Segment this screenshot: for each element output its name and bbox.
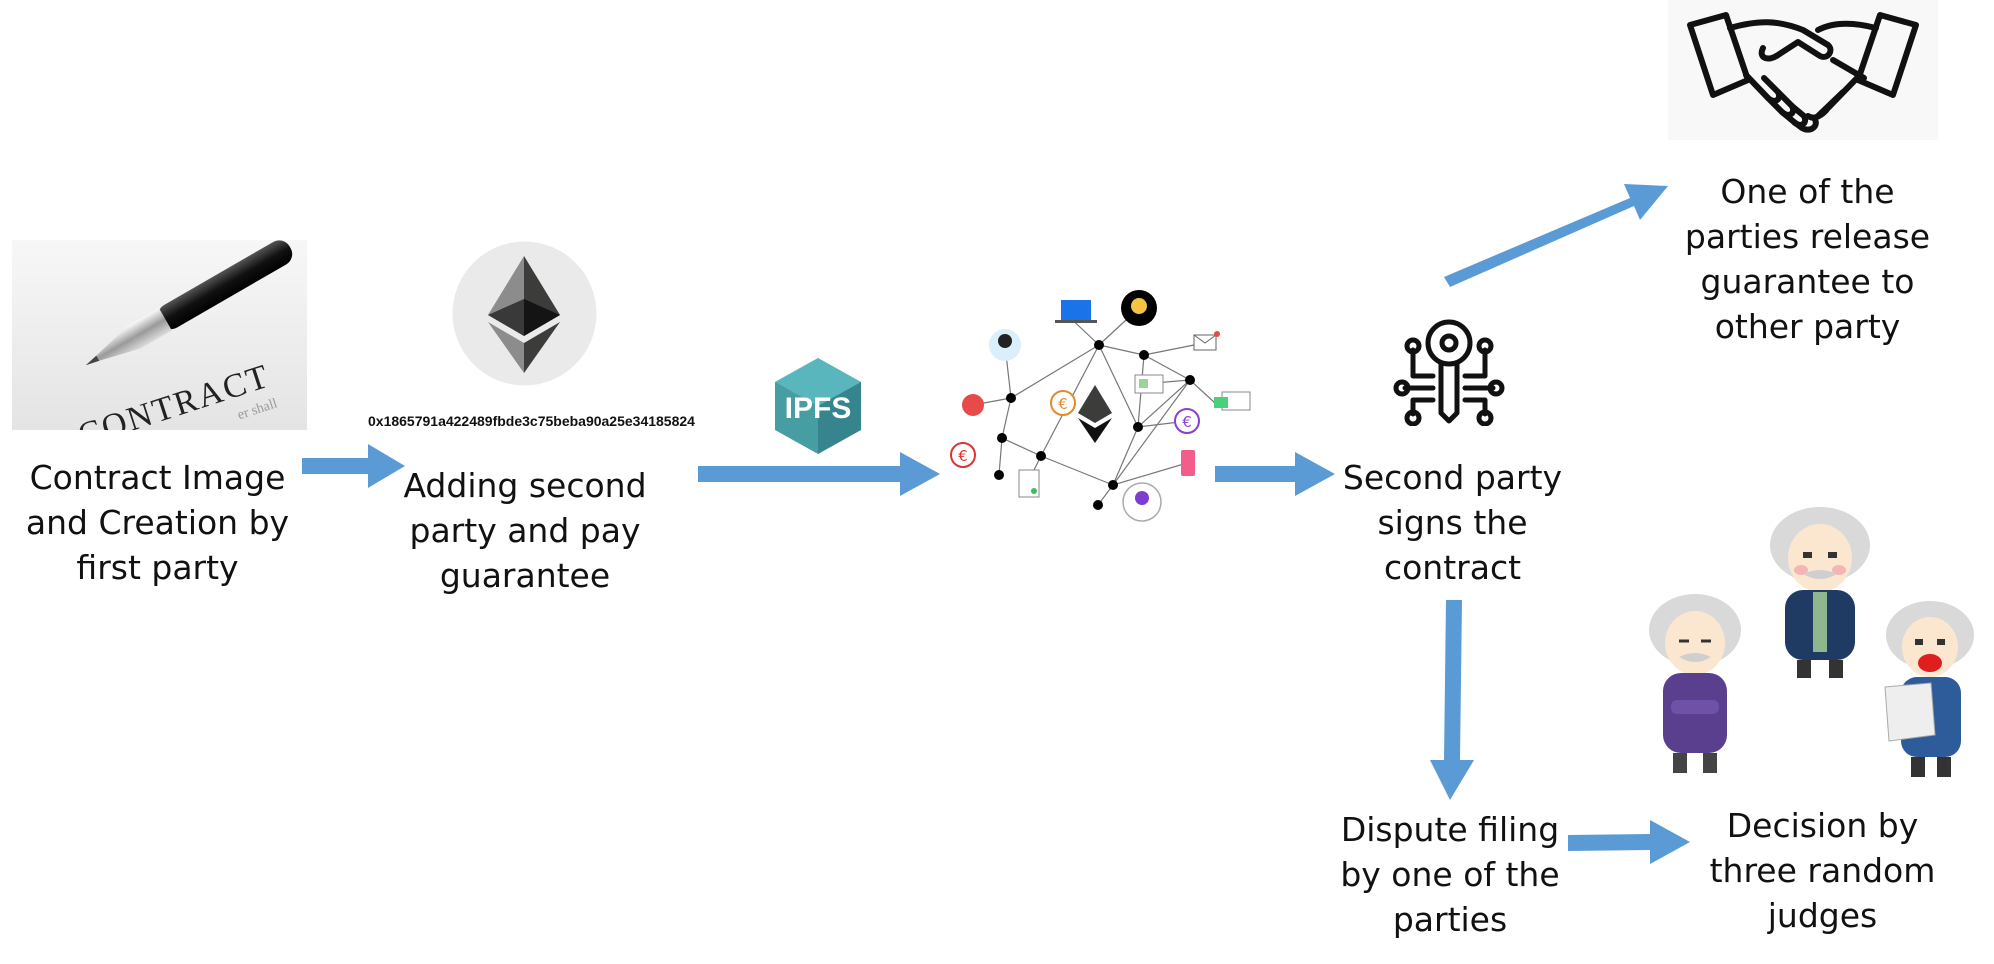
step-label-release-guarantee: One of the parties release guarantee to … — [1684, 172, 1931, 346]
judges-illustration — [1635, 500, 1980, 790]
digital-key-icon — [1393, 318, 1505, 427]
ipfs-label: IPFS — [785, 392, 852, 425]
handshake-icon — [1668, 0, 1938, 140]
arrow-sign-to-dispute — [1430, 600, 1474, 800]
arrow-dispute-to-decision — [1568, 820, 1690, 864]
arrow-network-to-sign — [1215, 452, 1335, 496]
blockchain-network-icon: € € € — [950, 285, 1265, 530]
step-label-judges-decision: Decision by three random judges — [1709, 806, 1936, 935]
ipfs-logo-icon: IPFS — [775, 358, 861, 454]
judge-figure-1 — [1770, 507, 1870, 678]
contract-pen-image: CONTRACT er shall — [12, 240, 307, 454]
step-label-dispute-filing: Dispute filing by one of the parties — [1340, 810, 1560, 939]
arrow-sign-to-release — [1444, 184, 1668, 287]
step-label-second-party-signs: Second party signs the contract — [1342, 458, 1563, 587]
step-label-contract-creation: Contract Image and Creation by first par… — [25, 458, 290, 587]
svg-text:€: € — [1182, 413, 1192, 431]
arrow-contract-to-guarantee — [302, 444, 405, 488]
svg-text:€: € — [1058, 395, 1068, 413]
arrow-guarantee-to-network — [698, 452, 940, 496]
ethereum-logo-icon — [452, 241, 597, 386]
judge-figure-3 — [1884, 601, 1974, 777]
contract-address: 0x1865791a422489fbde3c75beba90a25e341858… — [368, 413, 695, 429]
step-label-add-party-guarantee: Adding second party and pay guarantee — [403, 466, 647, 595]
judge-figure-2 — [1649, 594, 1741, 773]
svg-text:€: € — [958, 447, 968, 465]
